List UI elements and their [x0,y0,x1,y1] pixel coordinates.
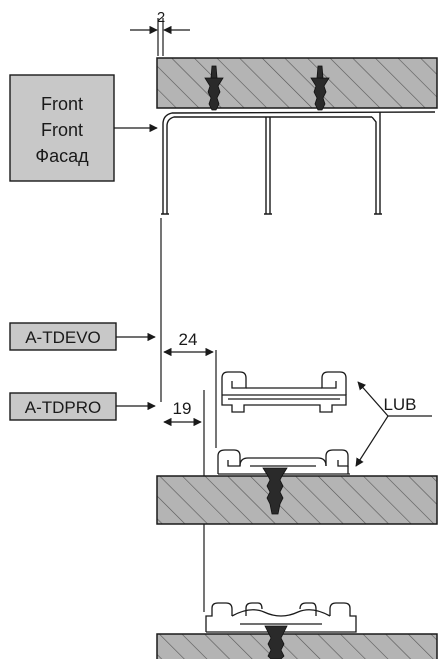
tdpro-dimension-label: 19 [173,399,192,418]
front-panel [156,57,438,109]
tdevo-label: A-TDEVO [25,328,101,347]
middle-screw-icon [262,467,288,515]
front-label-line-2: Front [41,120,83,140]
tdevo-mounted-rail [217,449,350,475]
tdevo-label-box [9,322,117,351]
lub-leader-lower [355,415,389,467]
gap-dimension [130,18,190,56]
carcass-panel-middle [156,475,438,525]
tdpro-label: A-TDPRO [25,398,102,417]
front-label-line-1: Front [41,94,83,114]
gap-dimension-label: 2 [157,9,165,26]
lub-label: LUB [383,395,416,414]
front-screw-right-icon [310,65,330,111]
front-label-line-3: Фасад [35,146,89,166]
carcass-panel-bottom [156,633,438,659]
tdevo-dimension-label: 24 [179,330,198,349]
bottom-screw-icon [264,625,288,659]
tdevo-rail-profile [221,371,347,413]
drawer-profile [161,111,436,215]
front-screw-left-icon [204,65,224,111]
front-label-box [9,74,115,182]
tdpro-mounted-rail [205,602,357,633]
